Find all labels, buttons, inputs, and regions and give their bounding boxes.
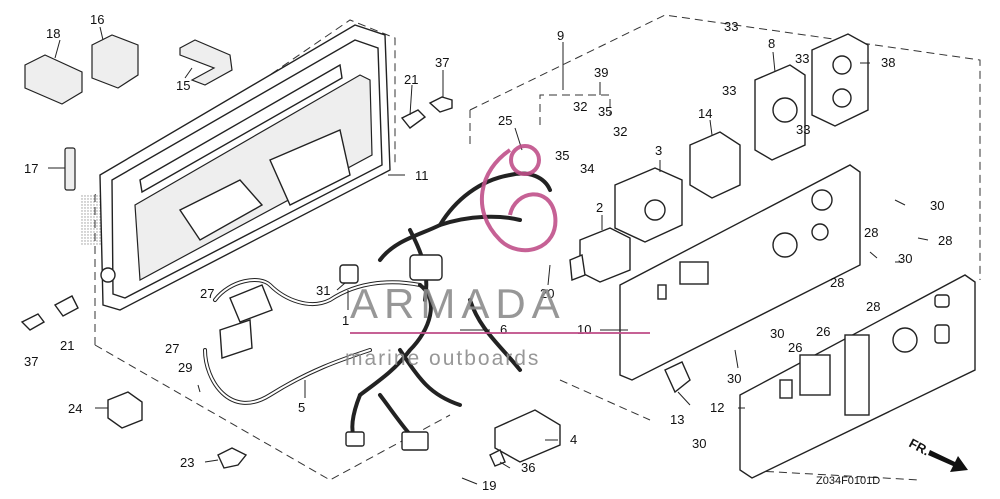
- callout-20: 20: [540, 286, 554, 301]
- callout-33d: 33: [796, 122, 810, 137]
- callout-2: 2: [596, 200, 603, 215]
- callout-18: 18: [46, 26, 60, 41]
- assembly-outlines: [94, 14, 981, 481]
- callout-35b: 35: [555, 148, 569, 163]
- rectifier-part: [489, 409, 561, 467]
- callout-33c: 33: [722, 83, 736, 98]
- callout-17: 17: [24, 161, 38, 176]
- callout-3: 3: [655, 143, 662, 158]
- callout-16: 16: [90, 12, 104, 27]
- watermark: ARMADA marine outboards: [345, 144, 650, 370]
- callout-5: 5: [298, 400, 305, 415]
- callout-34: 34: [580, 161, 594, 176]
- callout-13: 13: [670, 412, 684, 427]
- receptacles: [754, 33, 869, 161]
- callout-28c: 28: [830, 275, 844, 290]
- callout-36: 36: [521, 460, 535, 475]
- leader-lines: [48, 26, 929, 485]
- callout-11: 11: [415, 168, 429, 183]
- callout-39: 39: [594, 65, 608, 80]
- callout-33b: 33: [795, 51, 809, 66]
- grommets-lower: [107, 391, 248, 469]
- callout-30b: 30: [898, 251, 912, 266]
- callout-25: 25: [498, 113, 512, 128]
- callout-labels: 1 2 3 4 5 6 8 9 10 11 12 13 14 15 16 17 …: [24, 12, 952, 493]
- wire-harness: [203, 171, 552, 451]
- watermark-tagline: marine outboards: [345, 347, 540, 370]
- seal-parts: [24, 34, 233, 191]
- callout-15: 15: [176, 78, 190, 93]
- callout-38: 38: [881, 55, 895, 70]
- callout-29: 29: [178, 360, 192, 375]
- callout-28a: 28: [864, 225, 878, 240]
- callout-9: 9: [557, 28, 564, 43]
- watermark-brand: ARMADA: [350, 280, 566, 327]
- callout-8: 8: [768, 36, 775, 51]
- drawing-code: Z034F0101D: [816, 475, 880, 487]
- callout-24: 24: [68, 401, 82, 416]
- callout-30c: 30: [770, 326, 784, 341]
- front-cover-frame: [99, 24, 391, 311]
- callout-30e: 30: [692, 436, 706, 451]
- callout-27a: 27: [200, 286, 214, 301]
- callout-32b: 32: [613, 124, 627, 139]
- callout-10: 10: [577, 322, 591, 337]
- callout-19: 19: [482, 478, 496, 493]
- callout-33a: 33: [724, 19, 738, 34]
- watermark-logo-icon: [480, 148, 558, 253]
- callout-27b: 27: [165, 341, 179, 356]
- front-direction-arrow: FR.: [907, 435, 968, 472]
- control-panels: [619, 164, 976, 479]
- callout-37a: 37: [435, 55, 449, 70]
- callout-21b: 21: [60, 338, 74, 353]
- callout-32a: 32: [573, 99, 587, 114]
- callout-35a: 35: [598, 104, 612, 119]
- callout-4: 4: [570, 432, 577, 447]
- callout-21a: 21: [404, 72, 418, 87]
- callout-26a: 26: [816, 324, 830, 339]
- callout-26b: 26: [788, 340, 802, 355]
- callout-1: 1: [342, 313, 349, 328]
- callout-28b: 28: [938, 233, 952, 248]
- callout-23: 23: [180, 455, 194, 470]
- callout-28d: 28: [866, 299, 880, 314]
- callout-12: 12: [710, 400, 724, 415]
- callout-30d: 30: [727, 371, 741, 386]
- callout-37b: 37: [24, 354, 38, 369]
- callout-30a: 30: [930, 198, 944, 213]
- callout-31: 31: [316, 283, 330, 298]
- callout-14: 14: [698, 106, 712, 121]
- callout-6: 6: [500, 322, 507, 337]
- bolts-and-grommets: [20, 96, 453, 331]
- switches: [569, 131, 741, 283]
